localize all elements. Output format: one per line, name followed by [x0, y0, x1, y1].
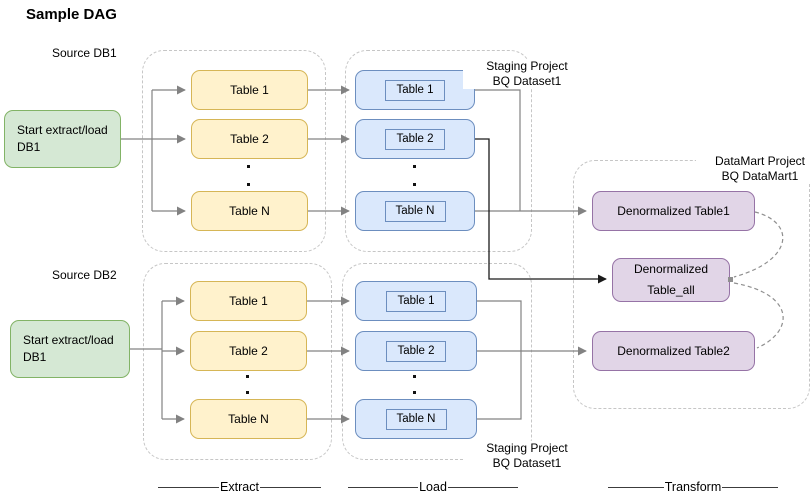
stage-label-load-text: Load — [419, 480, 447, 494]
staging-label-bottom: Staging Project BQ Dataset1 — [463, 441, 591, 471]
start-node-db2-line1: Start extract/load — [23, 333, 114, 347]
stage-line — [722, 486, 778, 488]
load1-table-1: Table 1 — [355, 70, 475, 110]
ellipsis-dot — [247, 165, 250, 168]
source-db1-label: Source DB1 — [52, 46, 117, 60]
extract2-table-n: Table N — [190, 399, 307, 439]
load1-table-n: Table N — [355, 191, 475, 231]
stage-label-load: Load — [348, 479, 518, 495]
extract1-table-n: Table N — [191, 191, 308, 231]
stage-line — [447, 486, 518, 488]
staging-label-bottom-line1: Staging Project — [486, 441, 568, 455]
start-node-db1: Start extract/load DB1 — [4, 110, 121, 168]
stage-label-transform: Transform — [608, 479, 778, 495]
start-node-db1-line2: DB1 — [17, 140, 41, 154]
staging-label-top-line1: Staging Project — [486, 59, 568, 73]
staging-label-top: Staging Project BQ Dataset1 — [463, 59, 591, 89]
stage-label-transform-text: Transform — [664, 480, 722, 494]
load2-table-2: Table 2 — [355, 331, 477, 371]
ellipsis-dot — [413, 165, 416, 168]
load1-table-n-inner: Table N — [384, 200, 446, 222]
load1-table-1-inner: Table 1 — [385, 79, 445, 101]
transform-group — [573, 160, 810, 409]
denormalized-table-all-line1: Denormalized — [633, 262, 709, 276]
stage-label-extract-text: Extract — [220, 480, 259, 494]
load2-table-n: Table N — [355, 399, 477, 439]
page-title: Sample DAG — [26, 6, 117, 23]
extract2-table-2: Table 2 — [190, 331, 307, 371]
staging-label-top-line2: BQ Dataset1 — [492, 74, 562, 88]
denormalized-table2-node: Denormalized Table2 — [592, 331, 755, 371]
denormalized-table1-node: Denormalized Table1 — [592, 191, 755, 231]
datamart-label-line2: BQ DataMart1 — [721, 169, 799, 183]
extract2-table-1: Table 1 — [190, 281, 307, 321]
load2-table-n-inner: Table N — [385, 408, 447, 430]
stage-line — [348, 486, 419, 488]
stage-label-extract: Extract — [158, 479, 321, 495]
load2-table-2-inner: Table 2 — [386, 340, 446, 362]
ellipsis-dot — [413, 375, 416, 378]
ellipsis-dot — [246, 391, 249, 394]
source-db2-label: Source DB2 — [52, 268, 117, 282]
ellipsis-dot — [246, 375, 249, 378]
ellipsis-dot — [413, 183, 416, 186]
load2-table-1: Table 1 — [355, 281, 477, 321]
extract1-table-2: Table 2 — [191, 119, 308, 159]
datamart-label-line1: DataMart Project — [714, 154, 806, 168]
connector-endpoint — [728, 277, 733, 282]
ellipsis-dot — [247, 183, 250, 186]
extract1-table-1: Table 1 — [191, 70, 308, 110]
stage-line — [259, 486, 321, 488]
datamart-label: DataMart Project BQ DataMart1 — [696, 154, 811, 184]
staging-label-bottom-line2: BQ Dataset1 — [492, 456, 562, 470]
ellipsis-dot — [413, 391, 416, 394]
load1-table-2: Table 2 — [355, 119, 475, 159]
stage-line — [158, 486, 220, 488]
start-node-db1-line1: Start extract/load — [17, 123, 108, 137]
denormalized-table-all-node: Denormalized Table_all — [612, 258, 730, 302]
start-node-db2: Start extract/load DB1 — [10, 320, 130, 378]
denormalized-table-all-line2: Table_all — [647, 283, 695, 297]
start-node-db2-line2: DB1 — [23, 350, 47, 364]
load-group-db2 — [342, 263, 532, 460]
stage-line — [608, 486, 664, 488]
load2-table-1-inner: Table 1 — [386, 290, 446, 312]
load1-table-2-inner: Table 2 — [385, 128, 445, 150]
